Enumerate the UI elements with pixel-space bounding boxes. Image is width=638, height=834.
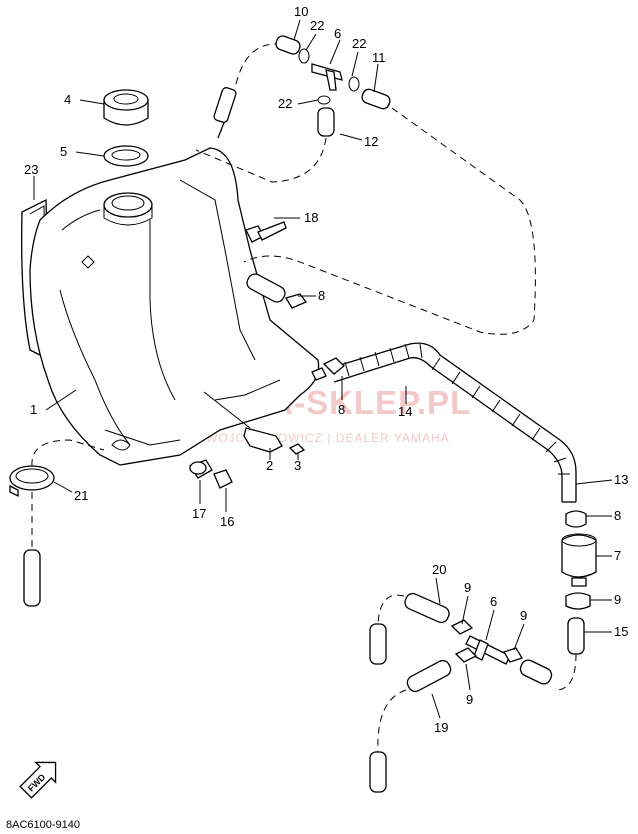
nipple-tank	[311, 367, 327, 381]
callout-12: 12	[364, 134, 378, 149]
part-15-hose[interactable]	[567, 617, 585, 655]
callout-17: 17	[192, 506, 206, 521]
callout-2: 2	[266, 458, 273, 473]
hose-left-bottom[interactable]	[369, 751, 387, 793]
callout-5: 5	[60, 144, 67, 159]
part-7-fuel-filter[interactable]	[561, 533, 597, 587]
callout-22-right: 22	[352, 36, 366, 51]
part-22-clip-lower[interactable]	[317, 95, 331, 105]
part-6-t-joint[interactable]	[465, 635, 511, 665]
part-4-fuel-cap[interactable]	[103, 89, 149, 126]
part-9-clamp-right[interactable]	[565, 592, 591, 610]
part-14-fuel-hose[interactable]	[329, 342, 577, 503]
fwd-arrow-icon: FWD	[19, 761, 57, 799]
part-12-hose[interactable]	[317, 107, 335, 137]
hose-left-lower[interactable]	[23, 549, 41, 607]
part-9-clamp-a[interactable]	[450, 619, 474, 635]
callout-23: 23	[24, 162, 38, 177]
part-5-gasket[interactable]	[103, 145, 149, 167]
callout-4: 4	[64, 92, 71, 107]
callout-10: 10	[294, 4, 308, 19]
callout-3: 3	[294, 458, 301, 473]
part-22-clip-right[interactable]	[348, 76, 360, 92]
part-1-fuel-tank[interactable]	[29, 147, 320, 466]
callout-16: 16	[220, 514, 234, 529]
callout-21: 21	[74, 488, 88, 503]
part-8-clamp-hose-end[interactable]	[322, 357, 345, 375]
callout-14: 14	[398, 404, 412, 419]
callout-8-hose: 8	[338, 402, 345, 417]
part-19-hose[interactable]	[405, 658, 453, 694]
part-10-hose[interactable]	[274, 34, 301, 55]
part-9-clamp-b[interactable]	[503, 647, 523, 663]
callout-6-top: 6	[334, 26, 341, 41]
callout-15: 15	[614, 624, 628, 639]
callout-18: 18	[304, 210, 318, 225]
callout-19: 19	[434, 720, 448, 735]
callout-numbers: 1 2 3 4 5 6 6 7 8 8 8 9 9 9 9 10 11 12 1…	[24, 4, 628, 735]
callout-9-a: 9	[464, 580, 471, 595]
callout-11: 11	[372, 50, 386, 65]
breather-hoses	[195, 34, 536, 335]
part-18-bolt[interactable]	[245, 221, 287, 243]
callout-22-left: 22	[278, 96, 292, 111]
callout-9-c: 9	[466, 692, 473, 707]
hose-right-short[interactable]	[518, 658, 554, 686]
leader-lines	[33, 19, 613, 719]
callout-9-b: 9	[520, 608, 527, 623]
part-17-grommet[interactable]	[189, 459, 213, 479]
callout-8-right: 8	[614, 508, 621, 523]
callout-8-tank: 8	[318, 288, 325, 303]
part-3-screw[interactable]	[288, 443, 306, 455]
callout-22-top: 22	[310, 18, 324, 33]
callout-1: 1	[30, 402, 37, 417]
callout-6-bottom: 6	[490, 594, 497, 609]
part-8-clamp-right[interactable]	[565, 510, 587, 528]
part-16-nut[interactable]	[213, 469, 233, 489]
part-22-clip-top[interactable]	[298, 48, 310, 64]
part-11-hose[interactable]	[360, 88, 391, 111]
callout-20: 20	[432, 562, 446, 577]
part-21-clamp[interactable]	[9, 465, 55, 498]
callout-9-right: 9	[614, 592, 621, 607]
callout-13: 13	[614, 472, 628, 487]
part-8-hose-and-clamp[interactable]	[245, 272, 308, 309]
callout-7: 7	[614, 548, 621, 563]
part-9-clamp-c[interactable]	[454, 647, 478, 663]
watermark-subtitle: WOJCIECHOWICZ | DEALER YAMAHA	[206, 431, 450, 445]
part-6-joint-top[interactable]	[311, 63, 343, 91]
hose-left-mid[interactable]	[369, 623, 387, 665]
diagram-code: 8AC6100-9140	[6, 819, 80, 831]
part-2-bracket[interactable]	[203, 391, 283, 453]
part-20-hose[interactable]	[403, 591, 452, 624]
